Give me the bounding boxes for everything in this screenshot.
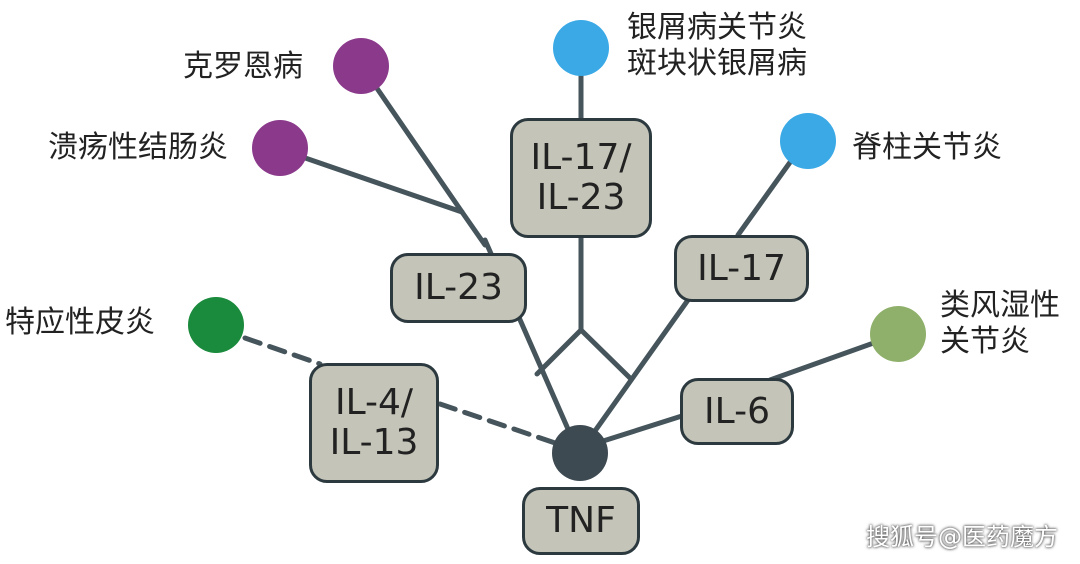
line-tnf-il413 <box>437 401 558 446</box>
line-tnf-il17 <box>582 297 691 448</box>
as-node-circle <box>780 113 836 169</box>
crohns-label: 克罗恩病 <box>183 49 303 84</box>
ra-label-line1: 类风湿性 <box>940 288 1060 323</box>
psoriasis-label-line1: 银屑病关节炎 <box>627 10 807 45</box>
line-il23-uc <box>279 147 465 215</box>
psoriasis-label-line2: 斑块状银屑病 <box>627 46 807 81</box>
il17-label: IL-17 <box>697 247 786 289</box>
uc-node-circle <box>252 120 308 176</box>
il17-il23-box: IL-17/ IL-23 <box>510 118 652 238</box>
il23-label: IL-23 <box>414 267 503 309</box>
as-label: 脊柱关节炎 <box>852 130 1002 165</box>
il17-il23-line2: IL-23 <box>536 177 626 218</box>
line-diamond <box>534 326 633 381</box>
line-il23-crohns <box>360 65 465 215</box>
ra-label: 类风湿性 关节炎 <box>940 288 1060 360</box>
il17-box: IL-17 <box>674 235 809 302</box>
uc-label: 溃疡性结肠炎 <box>48 130 228 165</box>
watermark: 搜狐号@医药魔方 <box>866 523 1058 551</box>
tnf-node-circle <box>552 425 608 481</box>
crohns-node-circle <box>333 38 389 94</box>
il4-il13-box: IL-4/ IL-13 <box>309 363 439 483</box>
il17-il23-line1: IL-17/ <box>530 137 632 179</box>
ad-node-circle <box>188 297 244 353</box>
line-il413-ad <box>242 335 323 367</box>
il23-box: IL-23 <box>390 253 527 323</box>
ra-label-line2: 关节炎 <box>940 324 1030 359</box>
tnf-label: TNF <box>546 500 616 542</box>
line-il23-stem <box>459 209 488 248</box>
il4-il13-line2: IL-13 <box>329 422 419 463</box>
ra-node-circle <box>870 306 926 362</box>
psoriasis-label: 银屑病关节炎 斑块状银屑病 <box>627 10 807 82</box>
ad-label: 特应性皮炎 <box>5 305 155 340</box>
il4-il13-line1: IL-4/ <box>334 382 414 424</box>
tnf-box: TNF <box>522 487 640 555</box>
il6-box: IL-6 <box>680 378 794 445</box>
psoriasis-node-circle <box>553 20 609 76</box>
il6-label: IL-6 <box>704 390 770 432</box>
line-tnf-il6 <box>597 412 688 445</box>
